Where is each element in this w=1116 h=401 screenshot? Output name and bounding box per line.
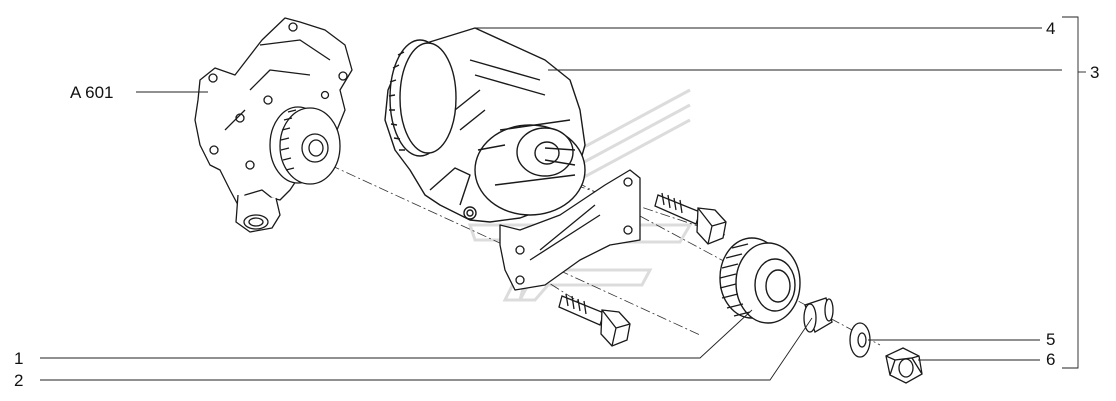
lower-mounting-bolt — [558, 293, 631, 347]
alternator-pulley — [719, 237, 801, 324]
callout-part-1: 1 — [14, 349, 24, 368]
callout-part-2: 2 — [14, 371, 24, 390]
callout-part-5: 5 — [1046, 330, 1056, 349]
washer — [849, 322, 871, 358]
upper-mounting-bolt — [654, 192, 727, 245]
hex-nut — [885, 347, 923, 384]
callout-part-4: 4 — [1046, 19, 1056, 38]
water-pump-pulley — [269, 106, 341, 185]
leader-lines — [40, 16, 1086, 381]
leader-part-1 — [40, 309, 753, 359]
callout-part-3: 3 — [1090, 63, 1100, 82]
conical-sleeve — [803, 297, 834, 333]
alternator-body — [384, 27, 586, 223]
alternator-mounting-bracket — [499, 169, 641, 291]
leader-bracket-3 — [1062, 16, 1079, 369]
callout-assembly-a601: A 601 — [70, 83, 114, 102]
callout-part-6: 6 — [1046, 350, 1056, 369]
leader-part-2 — [40, 317, 813, 381]
